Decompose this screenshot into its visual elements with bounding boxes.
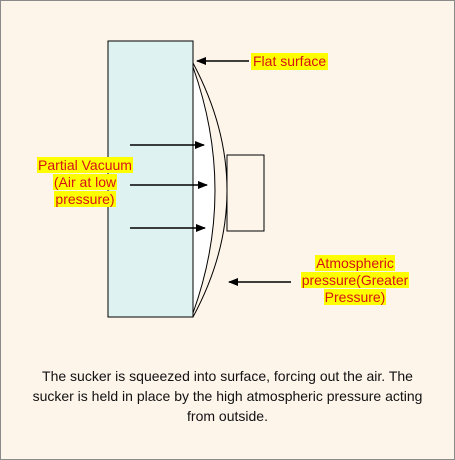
atmospheric-pressure-label: Atmospheric pressure(Greater Pressure) <box>293 255 417 306</box>
flat-surface-wall <box>107 40 194 318</box>
partial-vacuum-line-2: (Air at low <box>52 174 118 190</box>
atmospheric-line-1: Atmospheric <box>315 255 395 271</box>
partial-vacuum-label: Partial Vacuum (Air at low pressure) <box>31 157 139 208</box>
flat-surface-label: Flat surface <box>251 53 329 70</box>
diagram-caption: The sucker is squeezed into surface, for… <box>32 368 423 424</box>
atmospheric-line-3: Pressure) <box>323 289 387 305</box>
partial-vacuum-line-3: pressure) <box>54 191 116 207</box>
atmospheric-line-2: pressure(Greater <box>300 272 410 288</box>
partial-vacuum-line-1: Partial Vacuum <box>37 157 133 173</box>
vacuum-pocket <box>192 66 216 314</box>
sucker-handle <box>226 154 265 232</box>
